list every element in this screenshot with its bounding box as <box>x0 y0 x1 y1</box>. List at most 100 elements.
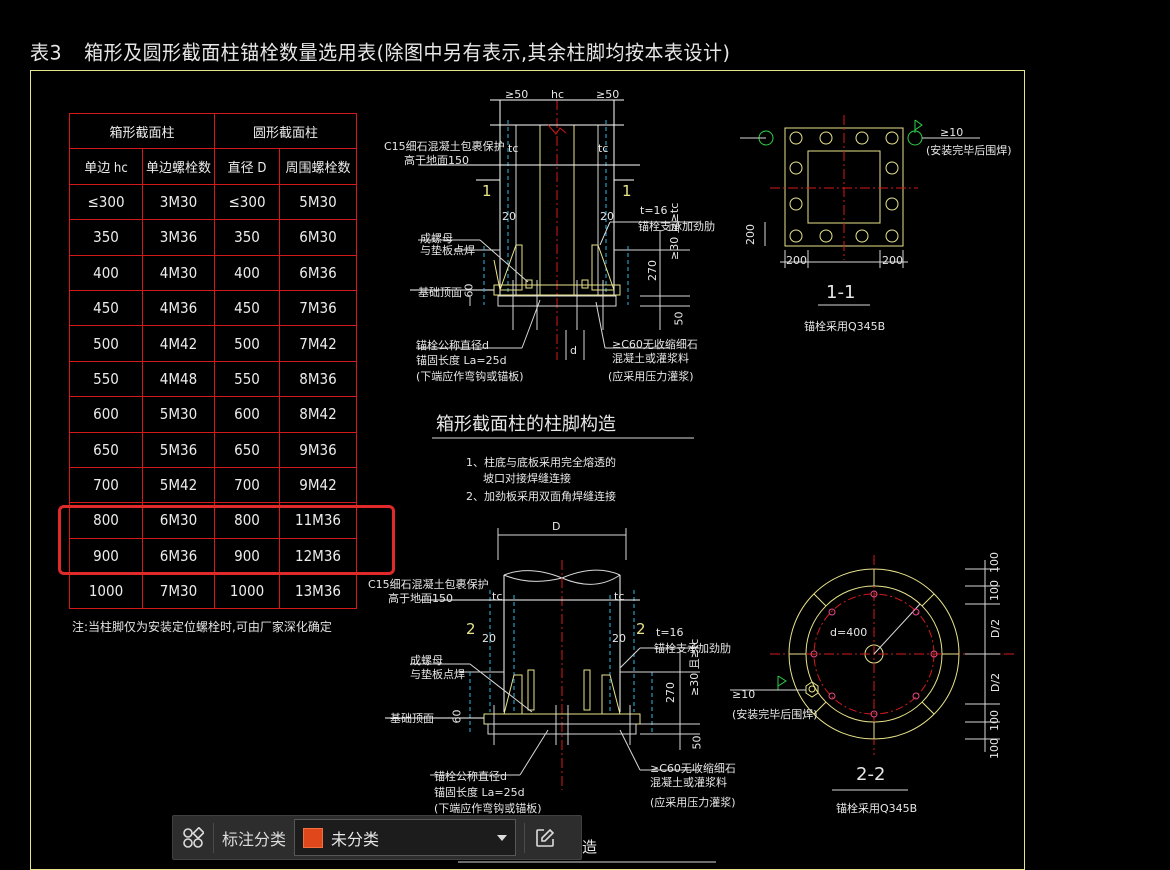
annotation-label: (下端应作弯钩或锚板) <box>416 370 524 383</box>
annotation-label: C15细石混凝土包裹保护 <box>368 578 489 591</box>
dim-label: tc <box>492 590 503 603</box>
table-cell: 550 <box>69 360 143 398</box>
table-cell: 500 <box>214 325 280 362</box>
annotation-label: 混凝土或灌浆料 <box>650 776 727 789</box>
section-marker: 1 <box>622 182 632 200</box>
dim-label: 60 <box>450 709 464 724</box>
dim-label: d=400 <box>830 626 868 639</box>
table-cell: 4M30 <box>142 254 215 291</box>
dim-label: 270 <box>646 260 659 281</box>
dim-label: 200 <box>744 224 757 245</box>
box-note: 2、加劲板采用双面角焊缝连接 <box>466 490 616 503</box>
dim-label: hc <box>551 88 565 101</box>
table-title-text: 箱形及圆形截面柱锚栓数量选用表(除图中另有表示,其余柱脚均按本表设计) <box>84 41 731 65</box>
table-cell: 600 <box>69 396 143 433</box>
annotation-label: 锚固长度 La=25d <box>434 786 525 799</box>
dim-label: 20 <box>502 210 516 223</box>
table-cell: 500 <box>69 325 143 362</box>
dim-label: tc <box>508 142 519 155</box>
table-cell: 400 <box>214 254 280 291</box>
dim-label: 200 <box>786 254 807 267</box>
annotation-label: 锚栓公称直径d <box>434 770 507 783</box>
table-cell: 4M48 <box>142 360 215 398</box>
annotation-label: 高于地面150 <box>388 592 453 605</box>
annotation-label: 混凝土或灌浆料 <box>612 352 689 365</box>
anchor-material-label: 锚栓采用Q345B <box>836 802 918 815</box>
dim-label: 60 <box>462 283 476 298</box>
box-column-base-detail <box>410 99 700 439</box>
dim-label: 20 <box>612 632 626 645</box>
annotation-label: (安装完毕后围焊) <box>926 144 1012 157</box>
table-cell: 650 <box>69 431 143 468</box>
table-cell: 550 <box>214 360 280 398</box>
table-cell: 700 <box>69 466 143 504</box>
table-cell: 5M42 <box>142 466 215 504</box>
table-cell: 650 <box>214 431 280 468</box>
table-cell: 9M42 <box>279 466 357 504</box>
table-cell: 6M30 <box>142 502 215 539</box>
annotation-label: 成螺母 <box>420 232 453 245</box>
table-cell: 5M36 <box>142 431 215 468</box>
box-note: 1、柱底与底板采用完全熔透的 <box>466 456 616 469</box>
dim-label: D/2 <box>989 618 1003 639</box>
dim-label: tc <box>614 590 625 603</box>
dim-label: 50 <box>672 311 686 326</box>
dim-label: 100 <box>988 580 1001 601</box>
dim-label: ≥50 <box>505 88 529 101</box>
table-cell: 450 <box>69 289 143 327</box>
partial-title: 造 <box>582 838 598 856</box>
annotation-label: 基础顶面 <box>390 712 434 725</box>
table-cell: 450 <box>214 289 280 327</box>
table-cell: 800 <box>69 502 143 539</box>
table-cell: 8M42 <box>279 396 357 433</box>
dim-label: tc <box>598 142 609 155</box>
group-header-round: 圆形截面柱 <box>214 112 357 150</box>
category-select[interactable]: 未分类 <box>294 819 517 856</box>
section-marker: 1 <box>482 182 492 200</box>
dim-label: D/2 <box>989 672 1003 693</box>
chevron-down-icon[interactable] <box>497 834 508 841</box>
dim-label: ≥50 <box>596 88 620 101</box>
annotation-label: 基础顶面 <box>418 286 462 299</box>
dim-label: ≥30 且≥tc <box>668 202 681 260</box>
grid-app-icon[interactable] <box>173 815 213 860</box>
category-select-value: 未分类 <box>331 829 380 849</box>
table-cell: 400 <box>69 254 143 291</box>
annotation-label: 高于地面150 <box>404 154 469 167</box>
toolbar-divider <box>524 822 526 853</box>
table-cell: 350 <box>214 219 280 256</box>
table-cell: 7M36 <box>279 289 357 327</box>
dim-label: ≥10 <box>732 688 756 701</box>
dim-label: d <box>570 344 577 357</box>
annotation-label: (下端应作弯钩或锚板) <box>434 802 542 815</box>
table-cell: 800 <box>214 502 280 539</box>
table-cell: 8M36 <box>279 360 357 398</box>
table-cell: 7M42 <box>279 325 357 362</box>
annotation-label: (应采用压力灌浆) <box>608 370 694 383</box>
table-column-header-row: 单边 hc 单边螺栓数 直径 D 周围螺栓数 <box>69 148 357 185</box>
column-header: 单边螺栓数 <box>142 148 215 185</box>
dim-label: 270 <box>664 682 677 703</box>
edit-icon[interactable] <box>525 815 565 860</box>
highlight-annotation-box[interactable] <box>58 505 395 575</box>
column-header: 直径 D <box>214 148 280 185</box>
box-note: 坡口对接焊缝连接 <box>483 472 571 485</box>
toolbar-divider <box>213 822 214 853</box>
box-section-title: 箱形截面柱的柱脚构造 <box>436 414 616 435</box>
annotation-label: 成螺母 <box>410 654 443 667</box>
category-color-swatch <box>303 827 324 848</box>
category-label: 标注分类 <box>222 829 287 849</box>
table-cell: 5M30 <box>142 396 215 433</box>
section-1-1-plan <box>740 115 980 306</box>
dim-label: 20 <box>482 632 496 645</box>
dim-label: 20 <box>600 210 614 223</box>
